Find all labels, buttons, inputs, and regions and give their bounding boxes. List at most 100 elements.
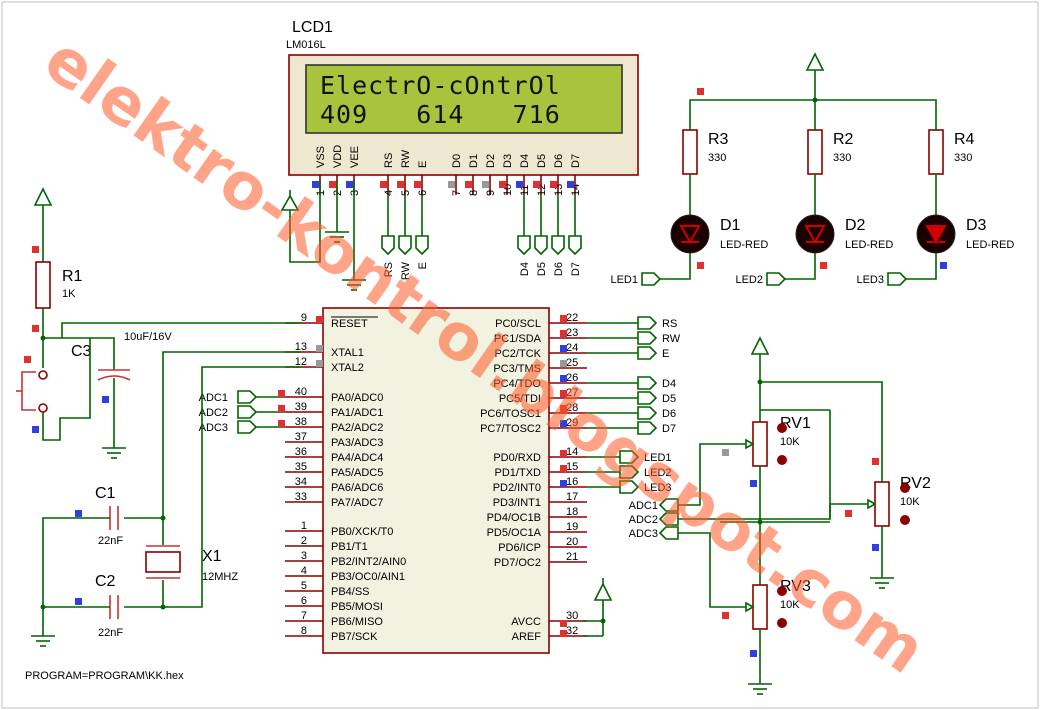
r1-value: 1K	[62, 288, 76, 300]
pin-state-marker	[560, 480, 567, 487]
mcu-pin-number: 12	[295, 356, 307, 368]
pin-state-marker	[278, 405, 285, 412]
lcd-pin-name: D6	[553, 154, 565, 168]
adc-in-terminal-1	[237, 390, 258, 404]
mcu-pin-number: 39	[295, 401, 307, 413]
crystal-circuit: X1 12MHZ C1 22nF C2 22nF	[31, 351, 301, 647]
mcu-pin-name: PB5/MOSI	[331, 601, 383, 613]
lcd-pin-name: D5	[536, 154, 548, 168]
pin-state-marker	[482, 181, 489, 188]
pot-section: RV1 10K RV2 10K RV3 10K	[660, 336, 931, 695]
c2-ref: C2	[95, 573, 116, 590]
mcu-pin-name: PA4/ADC4	[331, 452, 383, 464]
mcu-pin-name: PB2/INT2/AIN0	[331, 556, 406, 568]
mcu-right-pins: 22PC0/SCL23PC1/SDA24PC2/TCK25PC3/TMS26PC…	[480, 312, 587, 643]
svg-text:LED1: LED1	[644, 452, 672, 464]
pin-state-marker	[346, 181, 353, 188]
lcd-screen	[305, 64, 623, 134]
mcu-pin-number: 21	[566, 551, 578, 563]
lcd-terminal-rs: RS	[381, 235, 395, 277]
svg-text:E: E	[662, 348, 669, 360]
rv3-ref: RV3	[780, 578, 811, 595]
mcu-pin-number: 25	[566, 357, 578, 369]
lcd-pin-name: D4	[519, 154, 531, 168]
pin-state-markers	[24, 88, 947, 657]
lcd-terminal-d4: D4	[517, 235, 531, 276]
pin-state-marker	[722, 612, 729, 619]
pin-state-marker	[560, 330, 567, 337]
lcd-pin-number: 8	[468, 190, 480, 196]
mcu-pin-name: PA7/ADC7	[331, 497, 383, 509]
lcd-ref: LCD1	[292, 19, 333, 36]
pin-state-marker	[560, 420, 567, 427]
c3-value: 10uF/16V	[124, 331, 172, 343]
led-terminal-label: LED2	[735, 274, 763, 286]
svg-text:ADC3: ADC3	[629, 528, 658, 540]
mcu-terminal-rs: RS	[637, 316, 677, 330]
lcd-pin-name: D0	[451, 154, 463, 168]
pin-state-marker	[560, 405, 567, 412]
lcd-pin-number: 5	[400, 190, 412, 196]
lcd-pin-number: 4	[383, 190, 395, 196]
lcd-pin-number: 11	[519, 185, 531, 196]
pin-state-marker	[872, 544, 879, 551]
lcd-line-2: 409 614 716	[320, 100, 561, 129]
pin-state-marker	[102, 396, 109, 403]
mcu-pin-name: AREF	[512, 631, 542, 643]
lcd-pin-name: VEE	[349, 146, 361, 168]
svg-text:D5: D5	[662, 393, 676, 405]
mcu-pin-number: 2	[301, 535, 307, 547]
pin-state-marker	[32, 426, 39, 433]
mcu-terminal-d4: D4	[637, 376, 676, 390]
lcd-pin-number: 6	[417, 190, 429, 196]
svg-text:ADC2: ADC2	[629, 514, 658, 526]
mcu-pin-name: RESET	[331, 318, 368, 330]
mcu-terminal-e: E	[637, 346, 669, 360]
mcu-pin-name: PB4/SS	[331, 586, 370, 598]
mcu-pin-number: 26	[566, 372, 578, 384]
mcu-pin-number: 7	[301, 610, 307, 622]
lcd-pin-name: RW	[400, 149, 412, 168]
pin-state-marker	[550, 181, 557, 188]
mcu-terminal-d7: D7	[637, 421, 676, 435]
pin-state-marker	[750, 480, 757, 487]
mcu-pin-name: PB6/MISO	[331, 616, 383, 628]
mcu-pin-number: 30	[566, 610, 578, 622]
led-ref: D2	[845, 217, 866, 234]
lcd-line-1: ElectrO-cOntrOl	[320, 71, 561, 100]
lcd-terminal-d7: D7	[568, 235, 582, 276]
mcu-pin-number: 37	[295, 431, 307, 443]
led-value: LED-RED	[966, 239, 1014, 251]
c2-value: 22nF	[98, 627, 123, 639]
lcd-module[interactable]: LCD1 LM016L ElectrO-cOntrOl 409 614 716 …	[286, 19, 639, 196]
svg-text:D6: D6	[662, 408, 676, 420]
pin-state-marker	[560, 360, 567, 367]
pin-state-marker	[560, 390, 567, 397]
mcu-pin-number: 32	[566, 625, 578, 637]
adc-in-label: ADC3	[199, 422, 228, 434]
mcu-pin-number: 13	[295, 341, 307, 353]
mcu-pin-number: 16	[566, 476, 578, 488]
lcd-pin-name: E	[417, 161, 429, 168]
mcu-pin-name: PC7/TOSC2	[480, 423, 541, 435]
svg-text:RS: RS	[383, 262, 395, 277]
pin-state-marker	[560, 375, 567, 382]
mcu-terminal-led1: LED1	[619, 450, 672, 464]
mcu-pin-name: PA3/ADC3	[331, 437, 383, 449]
pin-state-marker	[499, 181, 506, 188]
mcu-pin-number: 36	[295, 446, 307, 458]
adc-out-terminal-2: ADC2	[629, 512, 679, 526]
pin-state-marker	[380, 181, 387, 188]
lcd-pin-name: D3	[502, 154, 514, 168]
pin-state-marker	[448, 181, 455, 188]
resistor-value: 330	[954, 152, 972, 164]
lcd-pin-number: 9	[485, 190, 497, 196]
lcd-pin-name: RS	[383, 153, 395, 168]
mcu-pin-name: PD4/OC1B	[487, 512, 541, 524]
